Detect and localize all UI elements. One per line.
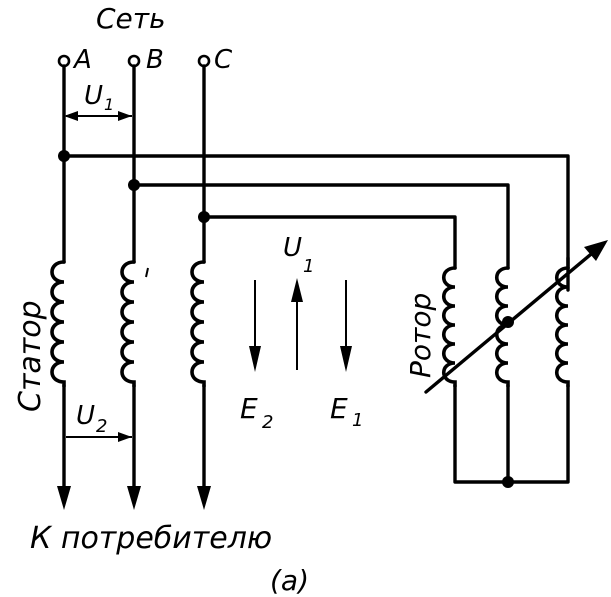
rotor-neutral-connection	[453, 384, 570, 488]
e2-subscript: 2	[262, 412, 273, 433]
u1-top-subscript: 1	[104, 95, 114, 114]
output-arrow-a	[57, 486, 71, 510]
stator-label: Статор	[13, 300, 48, 412]
u2-measure-arrow	[66, 432, 132, 442]
e2-arrow	[249, 280, 261, 372]
connection-c-to-rotor	[198, 211, 457, 270]
output-arrow-c	[197, 486, 211, 510]
coil-b-tick-mark	[145, 267, 149, 278]
e1-label: E	[330, 392, 348, 425]
network-label: Сеть	[96, 2, 166, 35]
variable-adjust-arrow	[424, 240, 608, 394]
rotor-coil-1	[441, 266, 457, 388]
rotor-coil-3	[554, 266, 570, 388]
stator-coil-a	[50, 260, 66, 388]
u1-center-subscript: 1	[303, 256, 314, 277]
caption-label: (а)	[270, 564, 309, 597]
u1-measure-arrow	[64, 111, 132, 121]
stator-coil-b	[120, 260, 136, 388]
u1-center-label: U	[283, 233, 302, 263]
u1-top-label: U	[84, 81, 103, 111]
stator-coil-c	[190, 260, 206, 388]
u2-label: U	[76, 401, 95, 431]
phase-a-label: A	[72, 45, 92, 75]
output-arrow-b	[127, 486, 141, 510]
rotor-label: Ротор	[404, 293, 437, 378]
consumer-label: К потребителю	[30, 521, 272, 556]
e2-label: E	[240, 392, 258, 425]
e1-arrow	[340, 280, 352, 372]
u1-arrow	[291, 278, 303, 370]
connection-a-to-rotor	[58, 150, 570, 292]
phase-b-label: B	[146, 45, 164, 75]
e1-subscript: 1	[352, 410, 363, 431]
u2-subscript: 2	[96, 416, 107, 437]
phase-c-label: C	[214, 45, 233, 75]
connection-b-to-rotor	[128, 179, 510, 270]
